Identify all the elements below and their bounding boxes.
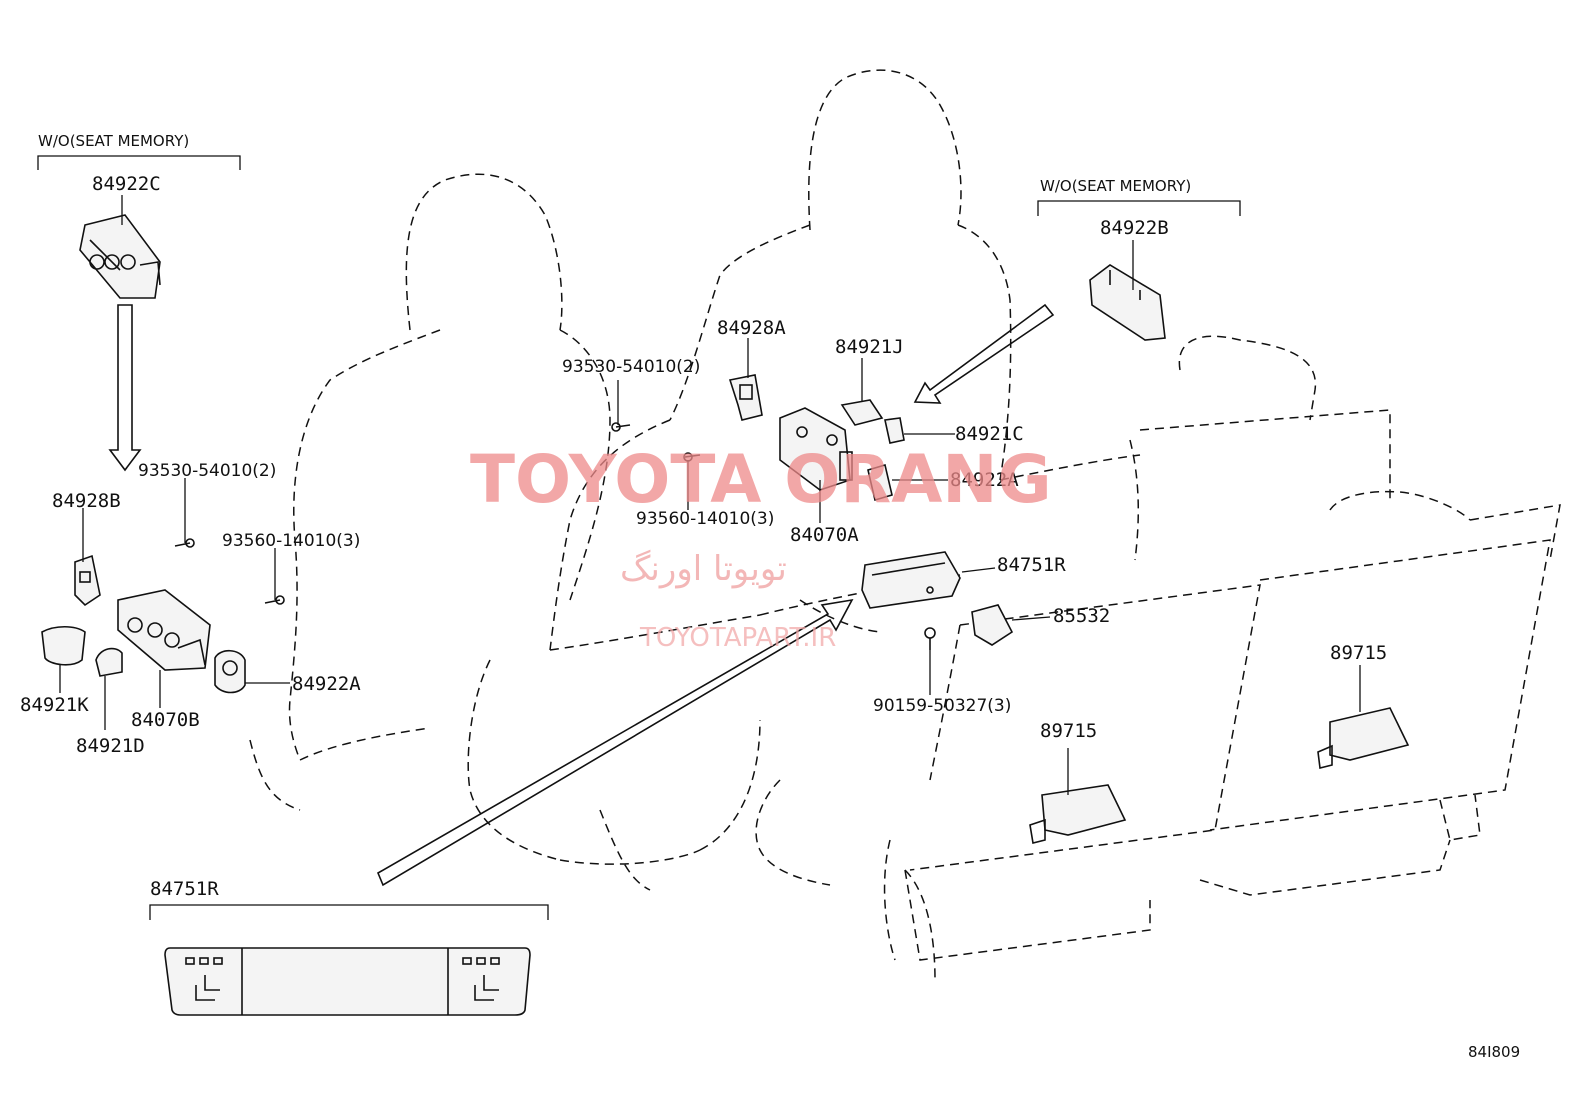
screw-icon xyxy=(174,538,285,605)
arrow-long-icon xyxy=(376,598,854,887)
switch-84922a-left xyxy=(214,649,246,694)
connector-85532 xyxy=(971,604,1014,646)
heater-panel-84751r xyxy=(149,904,549,1016)
watermark-url: TOYOTAPART.IR xyxy=(639,623,836,653)
label-89715-right: 89715 xyxy=(1330,642,1387,664)
memory-note-right-text: W/O(SEAT MEMORY) xyxy=(1040,177,1191,195)
part-labels: 84922C 84922B 84928A 84921J 84921C 84922… xyxy=(20,173,1387,900)
label-84070b: 84070B xyxy=(131,709,200,731)
knob-84921c xyxy=(884,417,905,444)
heater-switch-84751r xyxy=(861,551,961,609)
watermark: TOYOTA ORANG تویوتا اورنگ TOYOTAPART.IR xyxy=(470,441,1052,653)
screw-icon xyxy=(924,627,936,650)
label-84922a-right: 84922A xyxy=(950,469,1019,491)
memory-note-left: W/O(SEAT MEMORY) xyxy=(37,132,241,170)
label-93560-left: 93560-14010(3) xyxy=(222,531,360,551)
label-90159: 90159-50327(3) xyxy=(873,696,1011,716)
figure-code: 84I809 xyxy=(1468,1043,1520,1061)
memory-note-right: W/O(SEAT MEMORY) xyxy=(1037,177,1241,216)
knob-84921d xyxy=(95,647,123,677)
switch-84922b xyxy=(1089,264,1166,341)
label-89715-left: 89715 xyxy=(1040,720,1097,742)
label-84928b: 84928B xyxy=(52,490,121,512)
label-84921d: 84921D xyxy=(76,735,145,757)
memory-note-left-text: W/O(SEAT MEMORY) xyxy=(38,132,189,150)
arrow-diagonal-icon xyxy=(913,303,1055,404)
label-84921j: 84921J xyxy=(835,336,904,358)
fastener-labels: 93530-54010(2) 93560-14010(3) 93530-5401… xyxy=(138,357,1011,716)
knob-84921j xyxy=(840,399,884,426)
seat-outlines xyxy=(249,69,1561,981)
label-84751r-bottom: 84751R xyxy=(150,878,219,900)
module-89715-right xyxy=(1317,707,1410,769)
label-93530-right: 93530-54010(2) xyxy=(562,357,700,377)
label-84922a-left: 84922A xyxy=(292,673,361,695)
label-93560-right: 93560-14010(3) xyxy=(636,509,774,529)
label-93530-left: 93530-54010(2) xyxy=(138,461,276,481)
watermark-persian: تویوتا اورنگ xyxy=(620,549,787,589)
label-85532: 85532 xyxy=(1053,605,1110,627)
watermark-brand: TOYOTA ORANG xyxy=(470,441,1052,518)
switch-84922c xyxy=(79,214,161,299)
switch-assembly-84070a xyxy=(779,407,853,491)
arrow-down-icon xyxy=(108,304,142,472)
label-84751r-mid: 84751R xyxy=(997,554,1066,576)
label-84921k: 84921K xyxy=(20,694,89,716)
label-84070a: 84070A xyxy=(790,524,859,546)
switch-assembly-84070b xyxy=(117,589,211,671)
label-84922b: 84922B xyxy=(1100,217,1169,239)
bracket-84928a xyxy=(728,374,763,421)
switch-84922a-right xyxy=(867,463,893,502)
label-84928a: 84928A xyxy=(717,317,786,339)
leader-lines xyxy=(59,195,1361,795)
label-84921c: 84921C xyxy=(955,423,1024,445)
module-89715-left xyxy=(1029,784,1127,844)
label-84922c: 84922C xyxy=(92,173,161,195)
bracket-84928b xyxy=(74,554,101,607)
knob-84921k xyxy=(41,625,86,666)
